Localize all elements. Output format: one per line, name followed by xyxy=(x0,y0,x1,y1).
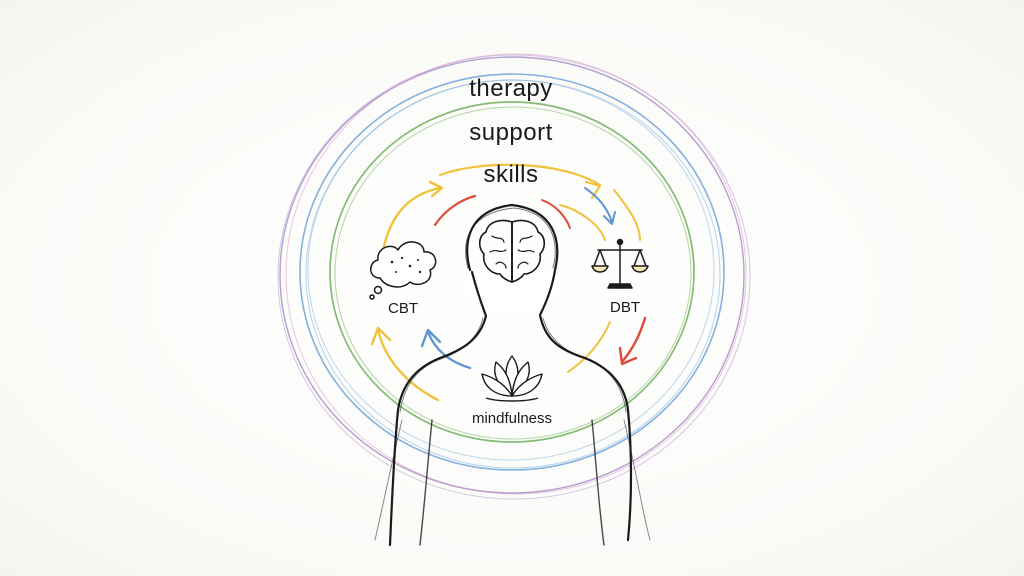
ring-label-skills: skills xyxy=(484,161,539,188)
yellow-arrow-top xyxy=(438,163,602,187)
blue-arrow-left xyxy=(426,330,472,370)
red-arrow-top xyxy=(433,194,477,227)
blue-arrow-top-right xyxy=(584,187,613,223)
method-label-cbt: CBT xyxy=(388,300,418,317)
human-silhouette xyxy=(374,203,651,547)
cycle-arrows xyxy=(370,163,647,402)
yellow-arrow-right xyxy=(559,204,606,241)
outer-ring xyxy=(277,53,751,500)
inner-ring xyxy=(329,101,695,443)
middle-ring xyxy=(299,73,725,471)
method-label-dbt: DBT xyxy=(610,299,640,316)
lotus-icon xyxy=(481,355,543,402)
ring-label-therapy: therapy xyxy=(469,75,553,102)
balance-scale-icon xyxy=(591,238,649,289)
thought-cloud-icon xyxy=(369,241,437,300)
brain-icon xyxy=(478,219,546,283)
method-label-mindfulness: mindfulness xyxy=(472,410,552,427)
red-arrow-right xyxy=(620,316,647,364)
ring-label-support: support xyxy=(469,119,553,146)
yellow-arrow-bottom-right xyxy=(567,321,611,373)
yellow-arrow-bottom-left xyxy=(376,328,440,402)
